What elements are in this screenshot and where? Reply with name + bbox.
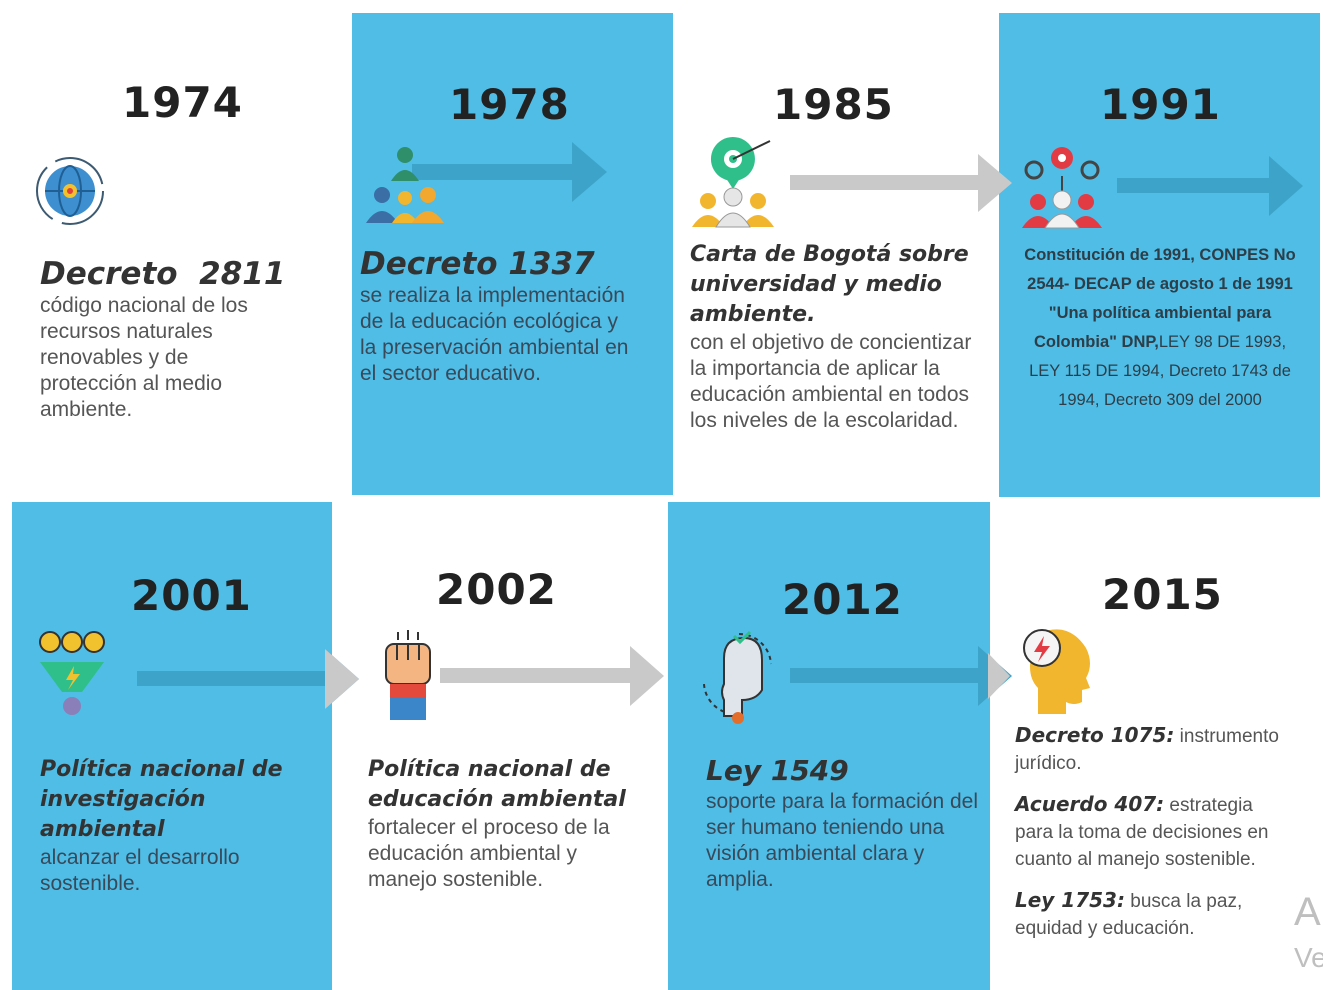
- year-2002: 2002: [436, 565, 557, 614]
- year-1985: 1985: [773, 80, 894, 129]
- year-2001: 2001: [131, 571, 252, 620]
- arrow-1978: [412, 142, 607, 202]
- globe-target-icon: [36, 157, 104, 225]
- event-2002-title: Política nacional de educación ambiental: [368, 757, 626, 812]
- arrow-2002: [440, 646, 664, 706]
- event-2012-description: soporte para la formación del ser humano…: [706, 790, 978, 891]
- year-1974: 1974: [122, 78, 243, 127]
- event-1985-title: Carta de Bogotá sobre universidad y medi…: [690, 242, 969, 327]
- team-target-icon: [692, 137, 774, 228]
- event-2001-text: Política nacional de investigación ambie…: [40, 755, 320, 897]
- event-2015-item-key: Acuerdo 407:: [1015, 792, 1165, 816]
- event-1991-description: LEY 98 DE 1993, LEY 115 DE 1994, Decreto…: [1029, 333, 1291, 409]
- event-2015-text: Decreto 1075: instrumento jurídico. Acue…: [1015, 722, 1287, 956]
- head-idea-icon: [1023, 629, 1090, 714]
- event-2015-item: Decreto 1075: instrumento jurídico.: [1015, 722, 1287, 777]
- event-2015-item-key: Decreto 1075:: [1015, 723, 1175, 747]
- watermark-line1: A: [1294, 890, 1321, 934]
- watermark-line2: Ve: [1294, 942, 1323, 973]
- panel-2012: [668, 502, 990, 990]
- year-2012: 2012: [782, 575, 903, 624]
- event-2015-item-key: Ley 1753:: [1015, 888, 1125, 912]
- raised-fist-icon: [385, 630, 431, 720]
- arrow-1985: [790, 154, 1012, 212]
- event-2015-item: Ley 1753: busca la paz, equidad y educac…: [1015, 887, 1287, 942]
- panel-1978: [352, 13, 673, 495]
- arrow-2012: [790, 646, 1012, 706]
- team-gears-icon: [1022, 147, 1102, 229]
- event-2012-text: Ley 1549 soporte para la formación del s…: [706, 753, 978, 893]
- arrow-2001-tip-grey: [325, 649, 359, 709]
- event-2012-title: Ley 1549: [706, 754, 849, 787]
- event-1974-text: Decreto 2811 código nacional de los recu…: [40, 255, 286, 423]
- event-2002-description: fortalecer el proceso de la educación am…: [368, 816, 610, 891]
- year-1991: 1991: [1100, 80, 1221, 129]
- event-1991-text: Constitución de 1991, CONPES No 2544- DE…: [1022, 241, 1298, 415]
- event-1991-bold: Constitución de 1991, CONPES No 2544- DE…: [1024, 246, 1296, 351]
- arrow-1991: [1117, 156, 1303, 216]
- event-1978-description: se realiza la implementación de la educa…: [360, 284, 629, 385]
- year-2015: 2015: [1102, 570, 1223, 619]
- event-2015-item-value: busca la paz, equidad y educación.: [1015, 891, 1243, 939]
- panel-1991: [999, 13, 1320, 497]
- people-network-icon: [366, 147, 444, 223]
- event-2001-description: alcanzar el desarrollo sostenible.: [40, 846, 240, 895]
- event-1985-description: con el objetivo de concientizar la impor…: [690, 331, 972, 432]
- event-1978-title: Decreto 1337: [360, 246, 595, 282]
- event-1974-description: código nacional de los recursos naturale…: [40, 294, 248, 421]
- event-2001-title: Política nacional de investigación ambie…: [40, 757, 283, 842]
- event-1985-text: Carta de Bogotá sobre universidad y medi…: [690, 240, 972, 434]
- head-cycle-icon: [703, 630, 772, 724]
- arrow-2012-tip-grey: [988, 653, 1010, 699]
- event-2002-text: Política nacional de educación ambiental…: [368, 755, 638, 893]
- event-2015-item-value: estrategia para la toma de decisiones en…: [1015, 795, 1269, 870]
- event-2015-item: Acuerdo 407: estrategia para la toma de …: [1015, 791, 1287, 873]
- panel-2001: [12, 502, 332, 990]
- event-2015-item-value: instrumento jurídico.: [1015, 726, 1279, 774]
- event-1978-text: Decreto 1337 se realiza la implementació…: [360, 245, 640, 387]
- year-1978: 1978: [449, 80, 570, 129]
- ideas-funnel-icon: [39, 631, 105, 715]
- event-1974-title: Decreto 2811: [40, 256, 286, 292]
